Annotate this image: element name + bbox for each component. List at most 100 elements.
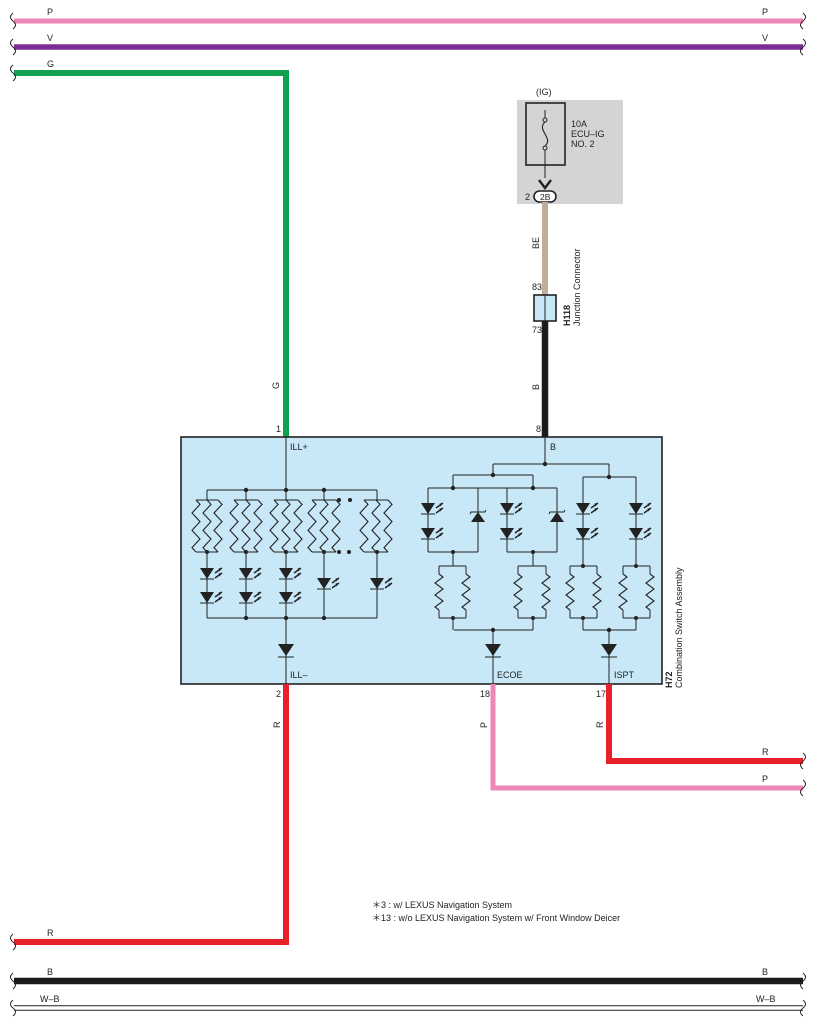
- fuse-name-1: ECU–IG: [571, 129, 605, 139]
- wire-r-mid-label: R: [595, 721, 605, 728]
- assembly-id: H72: [664, 671, 674, 688]
- resistor-icon: [331, 499, 341, 553]
- bus-g-left-label: G: [47, 59, 54, 69]
- bus-p-right-label: P: [762, 7, 768, 17]
- wire-be: BE 83: [531, 202, 548, 295]
- pin-ill-minus-name: ILL–: [290, 670, 308, 680]
- fuse-rating: 10A: [571, 119, 587, 129]
- bus-v-left-label: V: [47, 33, 53, 43]
- resistor-icon: [592, 573, 602, 611]
- bus-p-right-out-label: P: [762, 774, 768, 784]
- fuse-box: (IG) 10A ECU–IG NO. 2 2B 2: [517, 87, 623, 204]
- bus-wb-right-label: W–B: [756, 994, 776, 1004]
- wire-r-ill-minus: R R: [10, 684, 289, 951]
- wire-b-label: B: [531, 384, 541, 390]
- pin-ecoe-name: ECOE: [497, 670, 523, 680]
- resistor-icon: [434, 573, 444, 611]
- led-icon: [200, 592, 214, 603]
- bus-wb-left-label: W–B: [40, 994, 60, 1004]
- resistor-icon: [281, 499, 291, 553]
- resistor-icon: [541, 573, 551, 611]
- bus-r-right-out-label: R: [762, 747, 769, 757]
- wire-r-ispt: R R: [595, 684, 806, 770]
- led-bank: [200, 552, 393, 618]
- resistor-icon: [513, 573, 523, 611]
- bus-r-left-label: R: [47, 928, 54, 938]
- resistor-icon: [269, 499, 279, 553]
- pin-b-name: B: [550, 442, 556, 452]
- junction-pin-out: 73: [532, 325, 542, 335]
- junction-id: H118: [562, 305, 572, 326]
- zener-diode-icon: [550, 512, 564, 522]
- led-icon: [500, 528, 514, 539]
- indicator-bank: [421, 477, 655, 630]
- bus-v-top: V V: [10, 33, 806, 56]
- diode-ispt-icon: [601, 644, 617, 656]
- pin-ispt-num: 17: [596, 689, 606, 699]
- led-icon: [279, 568, 293, 579]
- pin-b-num: 8: [536, 424, 541, 434]
- led-icon: [576, 503, 590, 514]
- led-icon: [370, 578, 384, 589]
- bus-b-bottom: B B: [10, 967, 806, 990]
- led-icon: [239, 592, 253, 603]
- resistor-icon: [359, 499, 369, 553]
- wire-p-ecoe: P P: [479, 684, 806, 797]
- fuse-pin: 2: [525, 192, 530, 202]
- fuse-connector: 2B: [540, 192, 551, 202]
- resistor-icon: [229, 499, 239, 553]
- pin-ill-plus-name: ILL+: [290, 442, 308, 452]
- wire-r-left-label: R: [272, 721, 282, 728]
- led-icon: [421, 528, 435, 539]
- wire-g: G G: [10, 59, 289, 437]
- led-icon: [421, 503, 435, 514]
- bus-p-left-label: P: [47, 7, 53, 17]
- illumination-circuit: [191, 437, 393, 684]
- bus-v-right-label: V: [762, 33, 768, 43]
- resistor-icon: [213, 499, 223, 553]
- junction-connector-h118: H118 Junction Connector 73: [532, 248, 582, 335]
- led-icon: [576, 528, 590, 539]
- led-icon: [629, 528, 643, 539]
- resistor-icon: [565, 573, 575, 611]
- combination-switch-assembly: H72 Combination Switch Assembly 1 ILL+ 8…: [180, 424, 684, 699]
- resistor-icon: [383, 499, 393, 553]
- resistor-icon: [461, 573, 471, 611]
- assembly-name: Combination Switch Assembly: [674, 567, 684, 688]
- zener-diode-icon: [471, 512, 485, 522]
- resistor-icon: [371, 499, 381, 553]
- indicator-circuit: [421, 437, 655, 684]
- junction-pin-in: 83: [532, 282, 542, 292]
- wire-g-label: G: [271, 382, 281, 389]
- fuse-name-2: NO. 2: [571, 139, 595, 149]
- led-icon: [317, 578, 331, 589]
- resistor-icon: [293, 499, 303, 553]
- wire-b: B: [531, 321, 549, 437]
- bus-b-right-label: B: [762, 967, 768, 977]
- footnote-2: ＊13 : w/o LEXUS Navigation System w/ Fro…: [372, 913, 620, 923]
- led-icon: [239, 568, 253, 579]
- resistor-icon: [307, 499, 317, 553]
- wire-be-label: BE: [531, 237, 541, 249]
- resistor-icon: [253, 499, 263, 553]
- pin-ispt-name: ISPT: [614, 670, 635, 680]
- resistor-icon: [191, 499, 201, 553]
- junction-name: Junction Connector: [572, 248, 582, 326]
- fuse-source-label: (IG): [536, 87, 552, 97]
- resistor-icon: [202, 499, 212, 553]
- diode-ecoe-icon: [485, 644, 501, 656]
- pin-ecoe-num: 18: [480, 689, 490, 699]
- diode-ill-minus-icon: [278, 644, 294, 656]
- bus-wb-bottom: W–B W–B: [10, 994, 806, 1017]
- bus-b-left-label: B: [47, 967, 53, 977]
- resistor-icon: [241, 499, 251, 553]
- led-icon: [200, 568, 214, 579]
- footnotes: ＊3 : w/ LEXUS Navigation System ＊13 : w/…: [372, 900, 620, 923]
- led-icon: [279, 592, 293, 603]
- led-icon: [500, 503, 514, 514]
- resistor-bank: [191, 490, 393, 554]
- resistor-icon: [319, 499, 329, 553]
- led-icon: [629, 503, 643, 514]
- resistor-icon: [645, 573, 655, 611]
